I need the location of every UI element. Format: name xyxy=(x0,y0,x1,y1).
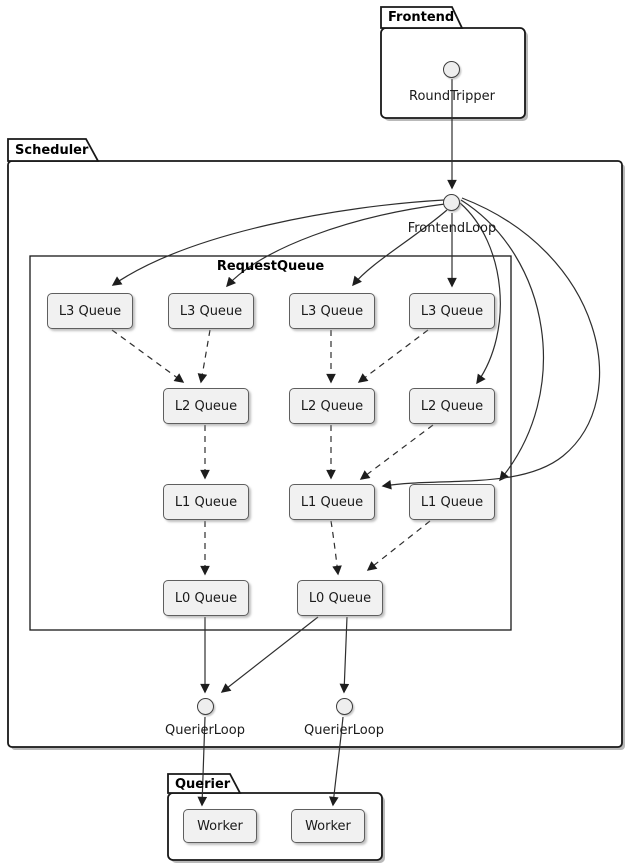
node-l3-queue-4: L3 Queue xyxy=(409,293,495,329)
scheduler-package-tab xyxy=(7,138,100,162)
node-l2-queue-2: L2 Queue xyxy=(289,388,375,424)
node-l1-queue-1: L1 Queue xyxy=(163,484,249,520)
scheduler-package-title: Scheduler xyxy=(15,143,89,158)
node-l3-queue-1: L3 Queue xyxy=(47,293,133,329)
edge-l1-queue-2-to-l0-queue-2 xyxy=(330,520,342,576)
node-l0-queue-1: L0 Queue xyxy=(163,580,249,616)
node-l2-queue-3: L2 Queue xyxy=(409,388,495,424)
node-l3-queue-3: L3 Queue xyxy=(289,293,375,329)
node-l1-queue-3: L1 Queue xyxy=(409,484,495,520)
edge-l0-queue-2-to-querierloop-1 xyxy=(220,616,319,693)
querierloop-port-icon-2 xyxy=(336,698,353,715)
frontendloop-port-icon xyxy=(443,194,460,211)
edge-frontendloop-to-l3-queue-2 xyxy=(226,203,446,288)
edge-l0-queue-2-to-querierloop-2 xyxy=(339,616,350,694)
querier-package-title: Querier xyxy=(175,777,231,792)
edge-frontendloop-to-l1-queue-2 xyxy=(381,197,601,490)
edge-frontendloop-to-l3-queue-3 xyxy=(352,209,448,287)
roundtripper-label: RoundTripper xyxy=(409,89,495,104)
frontendloop-label: FrontendLoop xyxy=(407,221,497,236)
node-worker-2: Worker xyxy=(291,809,365,843)
roundtripper-port-icon xyxy=(443,61,460,78)
node-l1-queue-2: L1 Queue xyxy=(289,484,375,520)
edge-l3-queue-4-to-l2-queue-2 xyxy=(357,329,429,383)
node-l0-queue-2: L0 Queue xyxy=(297,580,383,616)
edge-l3-queue-2-to-l2-queue-1 xyxy=(197,329,211,384)
edge-frontendloop-to-l1-queue-3 xyxy=(460,199,544,482)
node-worker-1: Worker xyxy=(183,809,257,843)
node-l3-queue-2: L3 Queue xyxy=(168,293,254,329)
frontend-package-title: Frontend xyxy=(388,10,455,25)
querierloop-label-1: QuerierLoop xyxy=(165,723,245,738)
edge-frontendloop-to-l3-queue-1 xyxy=(111,199,445,286)
node-l2-queue-1: L2 Queue xyxy=(163,388,249,424)
edge-frontendloop-to-l2-queue-3 xyxy=(459,202,501,385)
edge-querierloop-1-to-worker-1 xyxy=(197,716,208,807)
edge-l2-queue-3-to-l1-queue-2 xyxy=(359,424,434,480)
querier-package-tab xyxy=(167,773,242,794)
edge-l3-queue-1-to-l2-queue-1 xyxy=(111,329,185,383)
querierloop-port-icon-1 xyxy=(197,698,214,715)
edge-querierloop-2-to-worker-2 xyxy=(329,716,344,807)
edge-l1-queue-3-to-l0-queue-2 xyxy=(366,520,431,571)
querierloop-label-2: QuerierLoop xyxy=(304,723,384,738)
frontend-package-tab xyxy=(380,6,464,29)
request-queue-title: RequestQueue xyxy=(216,259,325,274)
